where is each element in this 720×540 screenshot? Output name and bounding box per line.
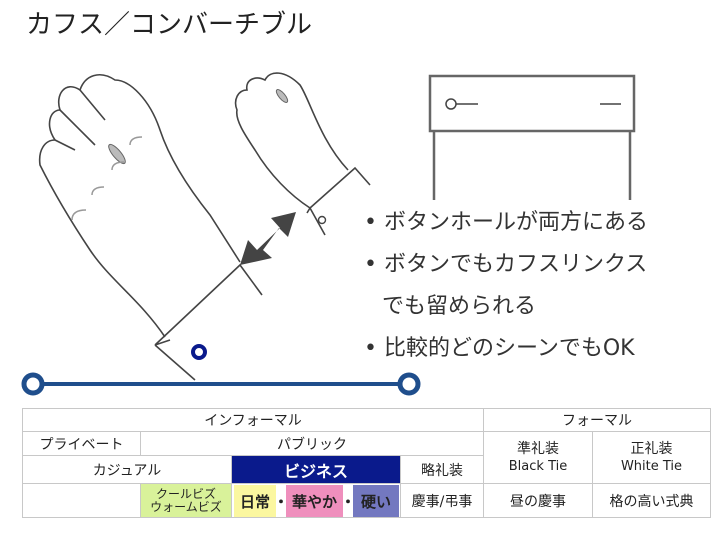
semi-formal-label: 準礼装 bbox=[517, 440, 559, 457]
bullet-item-continued: でも留められる bbox=[382, 294, 537, 319]
cuff-button-icon bbox=[191, 344, 207, 360]
bullet-item: • ボタンホールが両方にある bbox=[364, 210, 648, 235]
level-gorgeous: 華やか bbox=[286, 485, 343, 517]
bullet-item: • ボタンでもカフスリンクス bbox=[364, 252, 648, 277]
feature-list: • ボタンホールが両方にある • ボタンでもカフスリンクス でも留められる • … bbox=[364, 202, 648, 370]
double-arrow-icon bbox=[240, 212, 296, 265]
cell-coolbiz: クールビズウォームビズ bbox=[140, 483, 232, 518]
cell-business: ビジネス bbox=[231, 455, 401, 484]
cell-casual: カジュアル bbox=[22, 455, 232, 484]
small-hand-icon bbox=[234, 72, 371, 236]
separator: ・ bbox=[340, 492, 356, 511]
cell-day-ceremony: 昼の慶事 bbox=[483, 483, 593, 518]
cell-ceremony: 慶事/弔事 bbox=[400, 483, 484, 518]
large-hand-icon bbox=[38, 74, 263, 381]
black-tie-label: Black Tie bbox=[508, 458, 568, 474]
cell-high-ceremony: 格の高い式典 bbox=[592, 483, 711, 518]
formality-scale-line bbox=[21, 372, 421, 396]
coolbiz-label: クールビズ bbox=[155, 486, 216, 501]
level-stiff: 硬い bbox=[353, 485, 399, 517]
header-formal: フォーマル bbox=[483, 408, 711, 432]
cell-semi-casual: 略礼装 bbox=[400, 455, 484, 484]
cell-private: プライベート bbox=[22, 431, 141, 456]
separator: ・ bbox=[273, 492, 289, 511]
warmbiz-label: ウォームビズ bbox=[150, 499, 222, 514]
level-daily: 日常 bbox=[234, 485, 276, 517]
header-informal: インフォーマル bbox=[22, 408, 484, 432]
bullet-item: • 比較的どのシーンでもOK bbox=[364, 336, 635, 361]
white-tie-label: White Tie bbox=[620, 458, 683, 474]
full-formal-label: 正礼装 bbox=[630, 440, 673, 457]
cell-empty bbox=[22, 483, 141, 518]
slide-title: カフス／コンバーチブル bbox=[26, 10, 313, 40]
cell-public: パブリック bbox=[140, 431, 484, 456]
cuff-diagram-icon bbox=[428, 74, 636, 200]
cuff-illustration bbox=[21, 72, 636, 396]
